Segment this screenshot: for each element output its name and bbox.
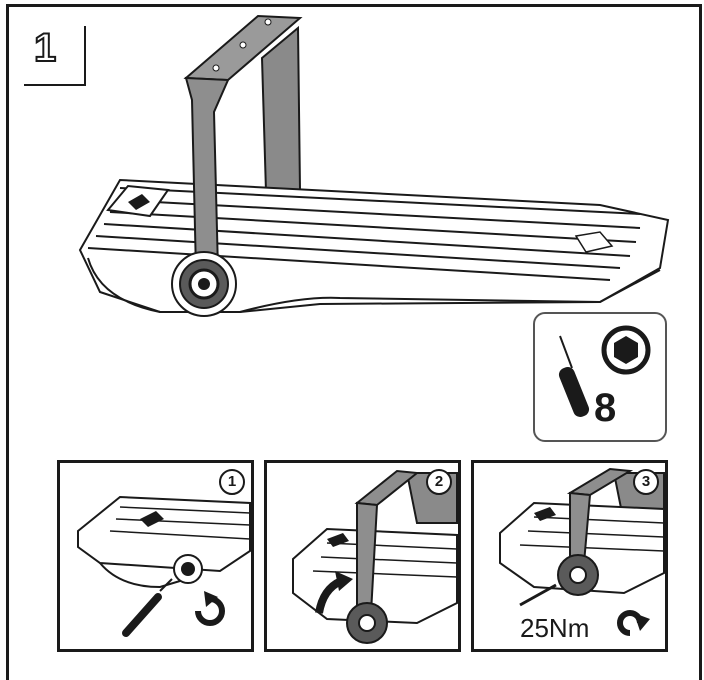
hex-size-label: 8 — [594, 386, 617, 430]
substep-panel-1: 1 — [57, 460, 254, 652]
substep-badge-3: 3 — [633, 469, 659, 495]
main-illustration — [78, 14, 670, 317]
instruction-frame — [6, 4, 702, 680]
tool-card — [533, 312, 667, 442]
panel-1-illustration — [77, 495, 251, 637]
clockwise-arrow-icon — [617, 610, 650, 636]
step-number: 1 — [33, 26, 57, 70]
counterclockwise-arrow-icon — [195, 591, 225, 626]
screwdriver-icon — [558, 335, 590, 417]
substep-badge-2: 2 — [426, 469, 452, 495]
curved-arrow-icon — [315, 571, 353, 614]
panel-2-illustration — [292, 469, 458, 644]
panel-3-illustration — [499, 467, 665, 636]
substep-badge-1: 1 — [219, 469, 245, 495]
hex-socket-icon — [601, 325, 651, 375]
substep-panel-2: 2 — [264, 460, 461, 652]
step-indicator: 1 — [24, 26, 86, 86]
substep-panel-3: 3 25Nm — [471, 460, 668, 652]
torque-label: 25Nm — [520, 613, 590, 643]
tool-icons — [558, 325, 651, 417]
